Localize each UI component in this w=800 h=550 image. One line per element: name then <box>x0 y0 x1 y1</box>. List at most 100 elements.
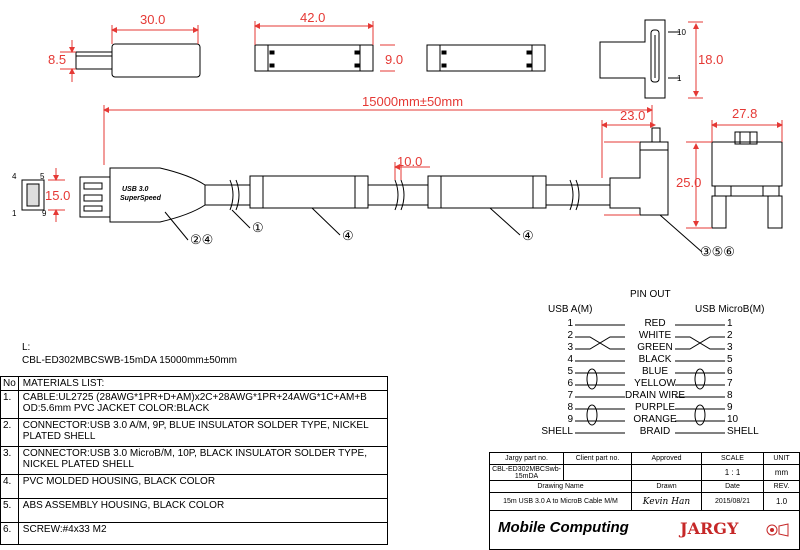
plug-text-superspeed: SuperSpeed <box>120 195 161 202</box>
usb-a-pin-4: 4 <box>12 172 17 181</box>
pin-name-3: GREEN <box>637 342 673 353</box>
pin-left-5: 5 <box>567 366 573 377</box>
brand-jargy: JARGY <box>680 519 739 538</box>
pin-right-3: 3 <box>727 342 733 353</box>
tb-scale: 1 : 1 <box>702 465 764 481</box>
tb-jargy-no: CBL-ED302MBCSwb-15mDA <box>490 465 564 481</box>
pin-left-3: 3 <box>567 342 573 353</box>
dim-30: 30.0 <box>140 12 166 27</box>
tb-h-scale: SCALE <box>702 453 764 465</box>
pin-name-8: PURPLE <box>634 402 675 413</box>
mat-text-2: CONNECTOR:USB 3.0 A/M, 9P, BLUE INSULATO… <box>17 418 388 447</box>
pin-left-8: 8 <box>567 402 573 413</box>
mat-text-6: SCREW:#4x33 M2 <box>17 522 388 545</box>
tb-h-unit: UNIT <box>764 453 799 465</box>
tb-h-drawing-name: Drawing Name <box>490 481 632 493</box>
dim-23: 23.0 <box>620 108 646 123</box>
pinout-title: PIN OUT <box>630 289 671 300</box>
tb-rev: 1.0 <box>764 493 799 511</box>
tb-h-drawn: Drawn <box>632 481 702 493</box>
mat-no-1: 1. <box>0 390 19 419</box>
plug-text-usb3: USB 3.0 <box>122 186 149 193</box>
callout-2-4: ②④ <box>190 232 214 247</box>
pin-name-9: ORANGE <box>633 414 677 425</box>
pin-left-6: 6 <box>567 378 573 389</box>
dim-18: 18.0 <box>698 52 724 67</box>
pin-left-10: SHELL <box>541 426 573 437</box>
pinout-right-header: USB MicroB(M) <box>695 304 765 315</box>
usb-a-top-view <box>75 43 201 78</box>
tb-date: 2015/08/21 <box>702 493 764 511</box>
pin-name-6: YELLOW <box>634 378 676 389</box>
mat-text-3: CONNECTOR:USB 3.0 MicroB/M, 10P, BLACK I… <box>17 446 388 475</box>
usb-a-pin-9: 9 <box>42 209 47 218</box>
pin-name-1: RED <box>644 318 666 329</box>
pin-right-6: 7 <box>727 378 733 389</box>
length-label: L: <box>22 342 31 353</box>
mat-no-2: 2. <box>0 418 19 447</box>
title-block: Jargy part no. Client part no. Approved … <box>489 452 800 550</box>
tb-h-jargy: Jargy part no. <box>490 453 564 465</box>
mat-text-5: ABS ASSEMBLY HOUSING, BLACK COLOR <box>17 498 388 523</box>
pin-name-7: DRAIN WIRE <box>625 390 685 401</box>
pin-name-4: BLACK <box>638 354 672 365</box>
microb-end-face <box>711 131 783 229</box>
usb-a-pin-5: 5 <box>40 172 45 181</box>
pin-name-5: BLUE <box>641 366 669 377</box>
dim-15000: 15000mm±50mm <box>362 94 464 109</box>
tb-drawing-name: 15m USB 3.0 A to MicroB Cable M/M <box>490 493 632 511</box>
mat-no-4: 4. <box>0 474 19 499</box>
pin-right-2: 2 <box>727 330 733 341</box>
materials-no-header: No <box>0 376 19 391</box>
callout-3-5-6: ③⑤⑥ <box>700 244 735 259</box>
pin-label-10: 10 <box>677 28 686 37</box>
callout-leaders <box>164 207 703 253</box>
pin-left-2: 2 <box>567 330 573 341</box>
pinout-wires <box>575 324 725 434</box>
usb-a-end-face <box>21 179 45 211</box>
pin-left-4: 4 <box>567 354 573 365</box>
brand-mobile-computing: Mobile Computing <box>498 519 629 536</box>
tb-h-approved: Approved <box>632 453 702 465</box>
microb-end-view <box>599 19 666 99</box>
dim-9: 9.0 <box>385 52 404 67</box>
pin-label-1: 1 <box>677 74 682 83</box>
pin-right-9: 10 <box>727 414 739 425</box>
pin-right-5: 6 <box>727 366 733 377</box>
usb-a-pin-1: 1 <box>12 209 17 218</box>
mat-no-3: 3. <box>0 446 19 475</box>
mat-text-4: PVC MOLDED HOUSING, BLACK COLOR <box>17 474 388 499</box>
pin-right-1: 1 <box>727 318 733 329</box>
tb-client-no <box>564 465 632 481</box>
mat-no-5: 5. <box>0 498 19 523</box>
callout-4a: ④ <box>342 228 354 243</box>
pin-right-7: 8 <box>727 390 733 401</box>
tb-drawn: Kevin Han <box>632 493 702 511</box>
microb-plug-side <box>609 127 669 216</box>
materials-title: MATERIALS LIST: <box>17 376 388 391</box>
mat-text-1: CABLE:UL2725 (28AWG*1PR+D+AM)x2C+28AWG*1… <box>17 390 388 419</box>
ferrite-top-view-2 <box>426 44 546 72</box>
tb-h-client: Client part no. <box>564 453 632 465</box>
part-number: CBL-ED302MBCSWB-15mDA 15000mm±50mm <box>22 355 237 366</box>
ferrite-top-view <box>254 44 374 72</box>
mat-no-6: 6. <box>0 522 19 545</box>
callout-4b: ④ <box>522 228 534 243</box>
callout-1: ① <box>252 220 264 235</box>
pin-left-1: 1 <box>567 318 573 329</box>
pin-right-8: 9 <box>727 402 733 413</box>
projection-symbol-icon <box>766 523 789 537</box>
pinout-left-header: USB A(M) <box>548 304 593 315</box>
pin-right-10: SHELL <box>727 426 759 437</box>
dim-8-5: 8.5 <box>48 52 67 67</box>
cable-body <box>205 175 610 211</box>
tb-h-date: Date <box>702 481 764 493</box>
dim-42: 42.0 <box>300 10 326 25</box>
tb-approved <box>632 465 702 481</box>
cable-drawing <box>21 19 783 253</box>
pin-left-7: 7 <box>567 390 573 401</box>
pin-name-2: WHITE <box>638 330 672 341</box>
tb-unit: mm <box>764 465 799 481</box>
pin-left-9: 9 <box>567 414 573 425</box>
